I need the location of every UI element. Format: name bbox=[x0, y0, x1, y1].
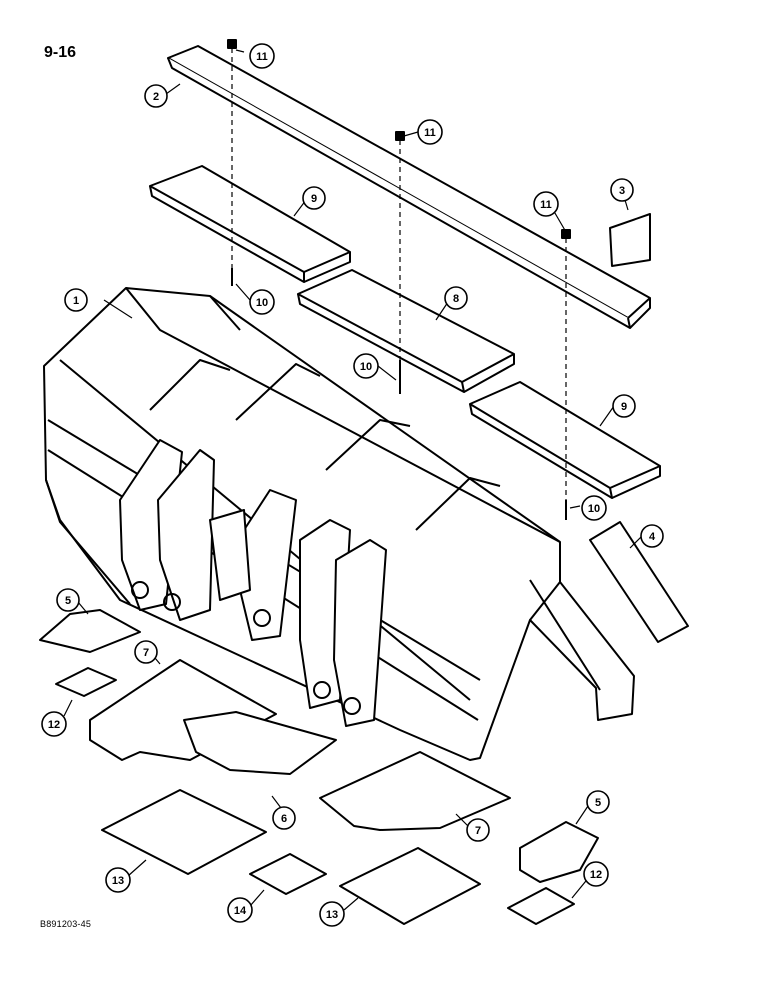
svg-text:8: 8 bbox=[453, 293, 459, 305]
svg-text:10: 10 bbox=[360, 361, 372, 373]
edge-segment-left bbox=[149, 165, 351, 283]
callout-4: 4 bbox=[640, 524, 664, 548]
callout-11-right: 11 bbox=[533, 191, 559, 217]
callout-2: 2 bbox=[144, 84, 168, 108]
callout-7-left: 7 bbox=[134, 640, 158, 664]
callout-11-center: 11 bbox=[417, 119, 443, 145]
svg-text:12: 12 bbox=[48, 719, 60, 731]
edge-segment-center bbox=[297, 269, 515, 393]
shim-left bbox=[55, 667, 117, 697]
reference-code: B891203-45 bbox=[40, 919, 92, 929]
cover-plate-right bbox=[319, 751, 511, 831]
plate-large-left bbox=[101, 789, 267, 875]
callout-6: 6 bbox=[272, 806, 296, 830]
guard bbox=[183, 711, 337, 775]
bucket-body bbox=[43, 287, 635, 761]
side-wear-plate bbox=[589, 521, 689, 643]
svg-text:11: 11 bbox=[540, 199, 552, 211]
svg-text:12: 12 bbox=[590, 869, 602, 881]
nut-center bbox=[395, 131, 405, 141]
callout-11-left: 11 bbox=[249, 43, 275, 69]
svg-text:11: 11 bbox=[424, 127, 436, 139]
callout-14: 14 bbox=[227, 897, 253, 923]
cutting-edge-bar bbox=[167, 45, 651, 329]
callout-13-right: 13 bbox=[319, 901, 345, 927]
svg-text:9: 9 bbox=[311, 193, 317, 205]
callout-10-center: 10 bbox=[353, 353, 379, 379]
callout-7-right: 7 bbox=[466, 818, 490, 842]
callout-12-right: 12 bbox=[583, 861, 609, 887]
callouts: 1 2 3 4 5 5 6 7 7 8 9 9 10 10 10 11 11 1… bbox=[41, 43, 664, 927]
corner-piece bbox=[609, 213, 651, 267]
svg-text:7: 7 bbox=[475, 825, 481, 837]
svg-text:7: 7 bbox=[143, 647, 149, 659]
page-number: 9-16 bbox=[44, 44, 77, 61]
assembly-lines bbox=[231, 48, 567, 500]
nut-left bbox=[227, 39, 237, 49]
callout-12-left: 12 bbox=[41, 711, 67, 737]
callout-9-right: 9 bbox=[612, 394, 636, 418]
svg-text:13: 13 bbox=[326, 909, 338, 921]
callout-10-left: 10 bbox=[249, 289, 275, 315]
edge-segment-right bbox=[469, 381, 661, 499]
svg-text:10: 10 bbox=[588, 503, 600, 515]
svg-text:14: 14 bbox=[234, 905, 247, 917]
callout-10-right: 10 bbox=[581, 495, 607, 521]
svg-text:3: 3 bbox=[619, 185, 625, 197]
svg-text:11: 11 bbox=[256, 51, 268, 63]
callout-13-left: 13 bbox=[105, 867, 131, 893]
plate-small bbox=[249, 853, 327, 895]
callout-5-left: 5 bbox=[56, 588, 80, 612]
svg-text:4: 4 bbox=[649, 531, 656, 543]
callout-9-left: 9 bbox=[302, 186, 326, 210]
callout-8: 8 bbox=[444, 286, 468, 310]
svg-text:6: 6 bbox=[281, 813, 287, 825]
svg-text:5: 5 bbox=[65, 595, 71, 607]
svg-text:13: 13 bbox=[112, 875, 124, 887]
plate-large-right bbox=[339, 847, 481, 925]
svg-text:5: 5 bbox=[595, 797, 601, 809]
svg-text:9: 9 bbox=[621, 401, 627, 413]
svg-text:2: 2 bbox=[153, 91, 159, 103]
svg-text:1: 1 bbox=[73, 295, 79, 307]
callout-1: 1 bbox=[64, 288, 88, 312]
svg-text:10: 10 bbox=[256, 297, 268, 309]
shim-right bbox=[507, 887, 575, 925]
callout-3: 3 bbox=[610, 178, 634, 202]
callout-5-right: 5 bbox=[586, 790, 610, 814]
wear-pad-right bbox=[519, 821, 599, 883]
wear-pad-left bbox=[39, 609, 141, 653]
